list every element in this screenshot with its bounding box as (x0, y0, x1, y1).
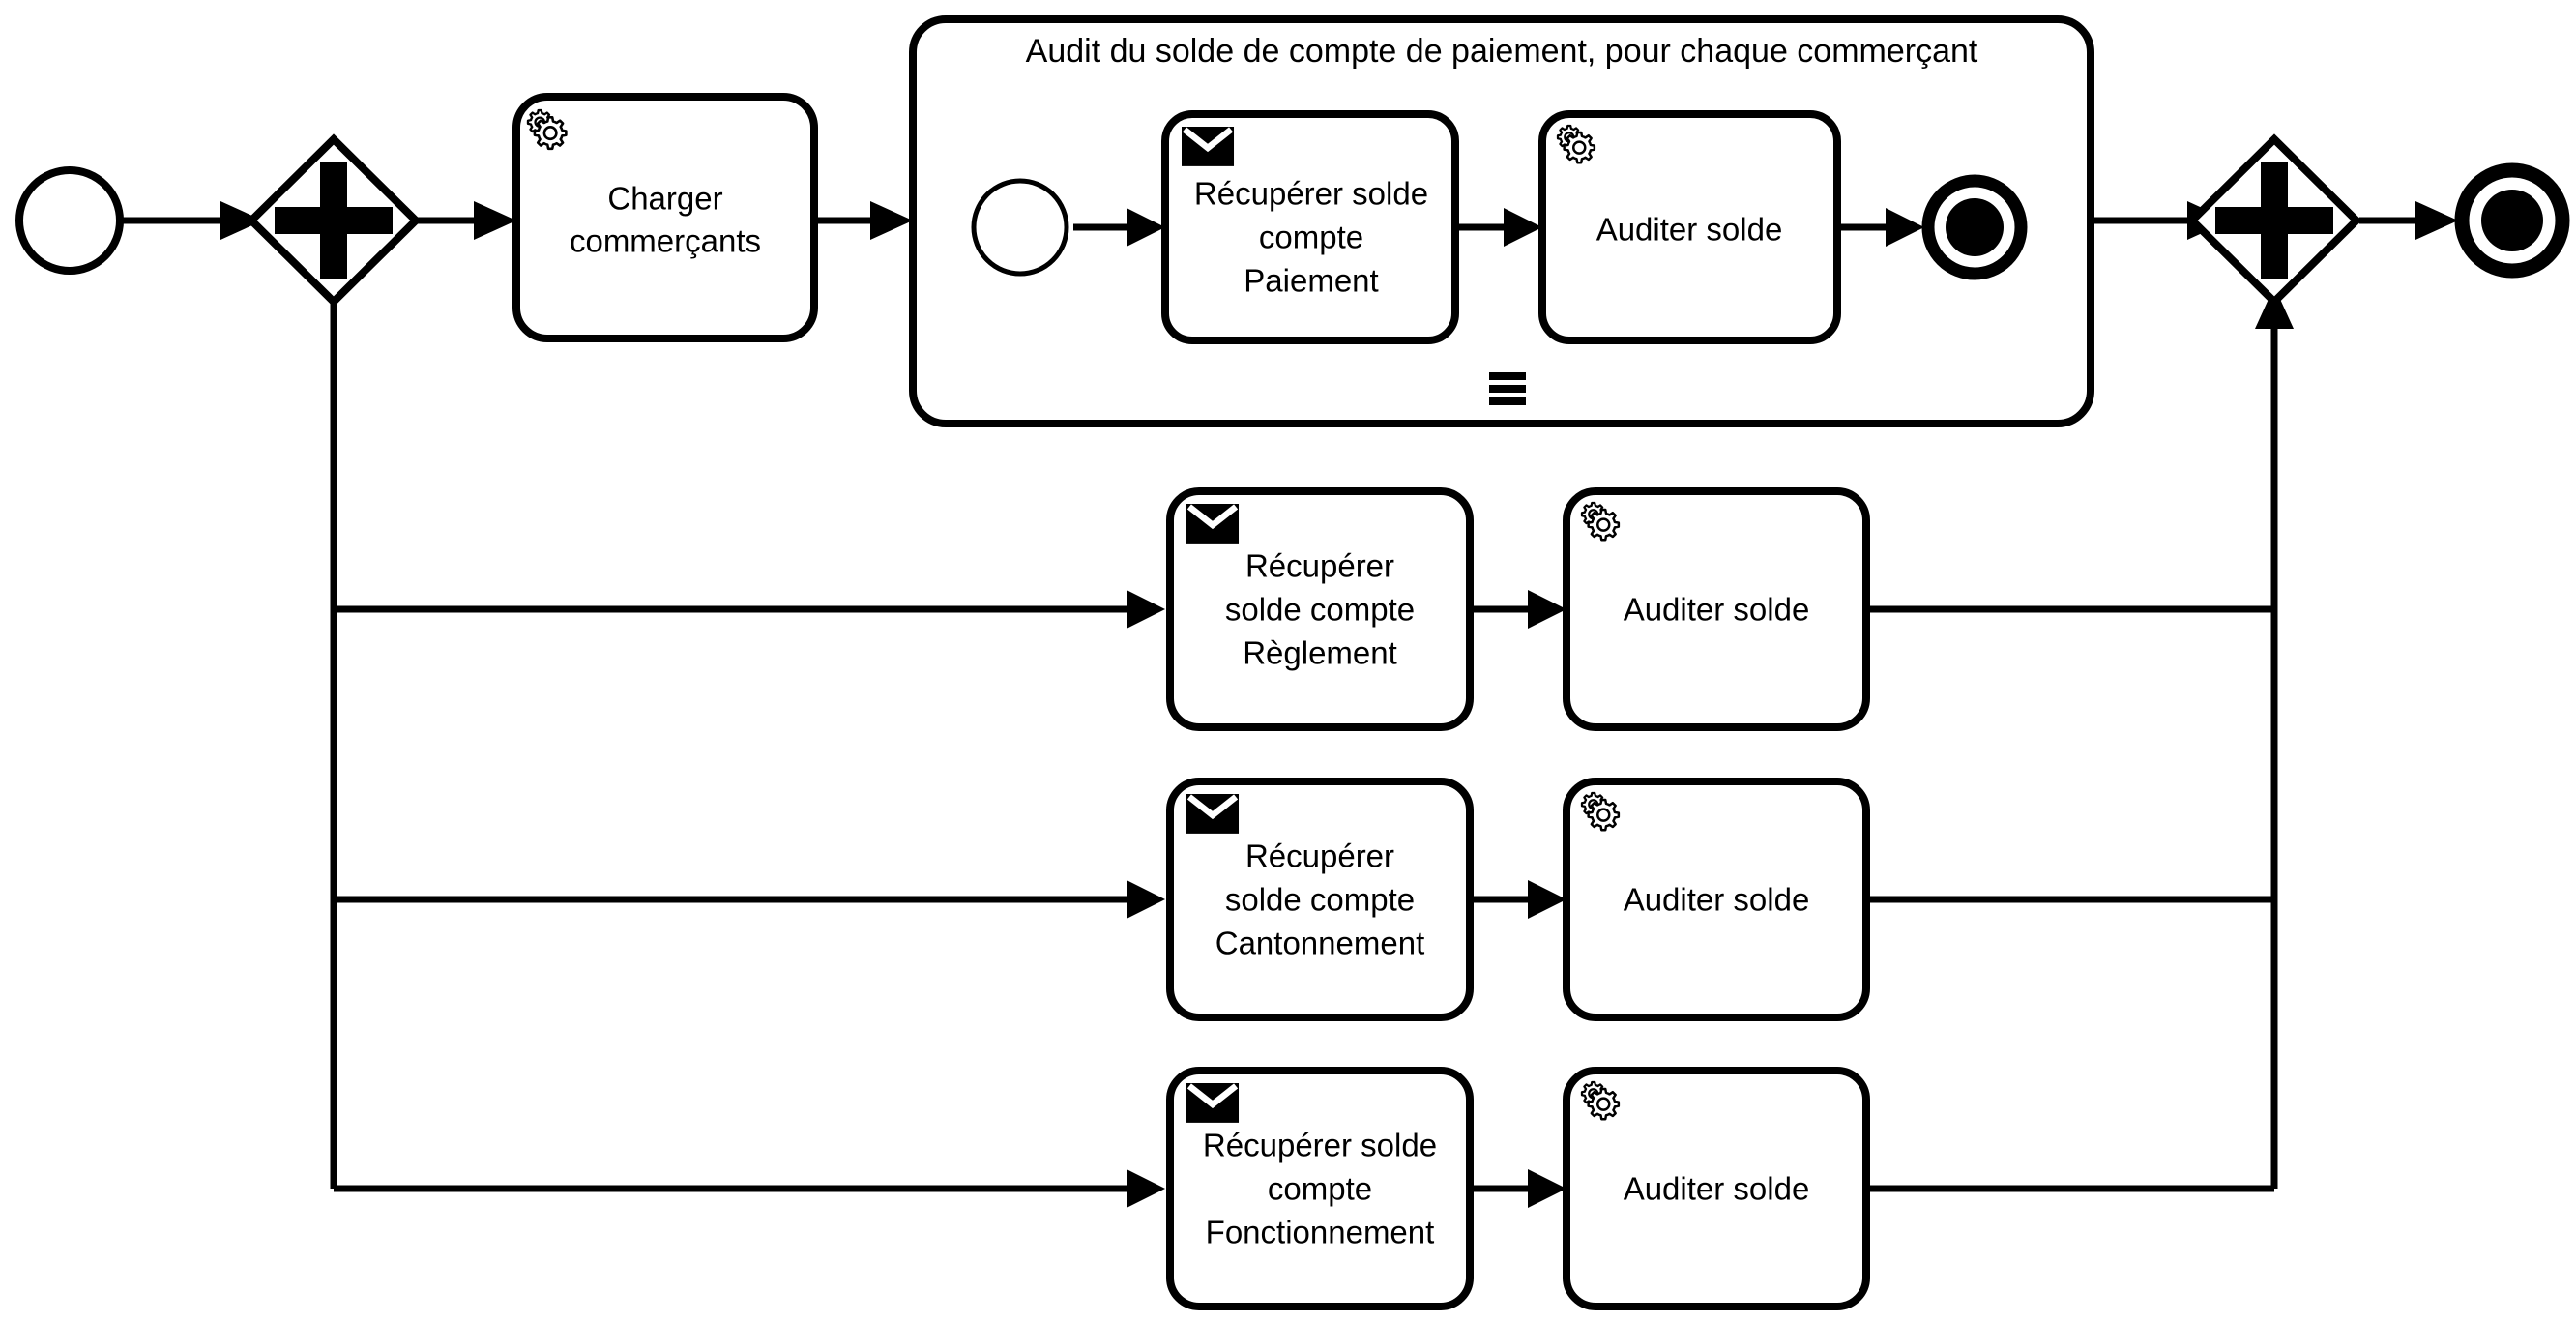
task-load-merchants-label-line2: commerçants (570, 223, 761, 259)
flow-fetch-payment-to-audit-payment (1455, 208, 1542, 247)
task-fetch-reglement[interactable]: Récupérer solde compte Règlement (1166, 487, 1474, 731)
flow-subprocess-start-to-fetch-payment (1073, 208, 1165, 247)
envelope-icon (1186, 504, 1239, 544)
subprocess-border (909, 15, 2094, 427)
task-fetch-fonctionnement-label-line2: compte (1268, 1171, 1372, 1207)
task-fetch-cantonnement-label-line1: Récupérer (1245, 838, 1394, 874)
envelope-icon (1182, 127, 1234, 166)
multi-instance-marker-icon (1489, 372, 1526, 405)
flow-split-to-fetch-fonctionnement (334, 1169, 1165, 1208)
task-fetch-fonctionnement-box (1166, 1067, 1474, 1310)
task-audit-cantonnement-box (1563, 778, 1870, 1021)
join-parallel-gateway[interactable] (2186, 133, 2362, 308)
flow-load-merchants-to-subprocess (814, 201, 913, 240)
task-fetch-payment-label-line2: compte (1259, 220, 1363, 255)
task-fetch-payment-label-line3: Paiement (1244, 263, 1378, 299)
task-audit-cantonnement[interactable]: Auditer solde (1563, 778, 1870, 1021)
flow-start-to-split (122, 201, 263, 240)
task-audit-reglement-box (1563, 487, 1870, 731)
split-parallel-gateway[interactable] (246, 133, 422, 308)
subprocess-end-event[interactable] (1921, 174, 2028, 280)
task-fetch-cantonnement-box (1166, 778, 1474, 1021)
flow-split-to-fetch-reglement (334, 590, 1165, 629)
flow-split-to-fetch-cantonnement (334, 880, 1165, 919)
envelope-icon (1186, 1083, 1239, 1123)
plus-icon (2215, 162, 2333, 279)
flow-fetch-fonctionnement-to-audit (1470, 1169, 1566, 1208)
flow-fetch-cantonnement-to-audit (1470, 880, 1566, 919)
task-fetch-fonctionnement-label-line3: Fonctionnement (1206, 1215, 1435, 1250)
end-event[interactable] (2454, 162, 2570, 279)
task-load-merchants-label-line1: Charger (607, 181, 722, 217)
task-audit-reglement[interactable]: Auditer solde (1563, 487, 1870, 731)
start-event[interactable] (15, 166, 124, 275)
task-audit-payment-label: Auditer solde (1596, 212, 1783, 248)
flow-join-arrowhead (2255, 286, 2294, 329)
flow-audit-payment-to-subprocess-end (1837, 208, 1924, 247)
task-fetch-payment-label-line1: Récupérer solde (1194, 176, 1428, 212)
task-fetch-cantonnement-label-line3: Cantonnement (1215, 926, 1424, 961)
task-fetch-reglement-label-line2: solde compte (1225, 592, 1415, 628)
plus-icon (275, 162, 393, 279)
subprocess-start-event[interactable] (971, 178, 1069, 277)
subprocess-label: Audit du solde de compte de paiement, po… (1026, 33, 1978, 70)
task-audit-payment-box (1538, 110, 1841, 344)
task-fetch-reglement-box (1166, 487, 1474, 731)
task-fetch-fonctionnement[interactable]: Récupérer solde compte Fonctionnement (1166, 1067, 1474, 1310)
task-fetch-reglement-label-line3: Règlement (1243, 635, 1397, 671)
task-fetch-fonctionnement-label-line1: Récupérer solde (1203, 1128, 1437, 1163)
task-fetch-cantonnement[interactable]: Récupérer solde compte Cantonnement (1166, 778, 1474, 1021)
task-fetch-payment[interactable]: Récupérer solde compte Paiement (1161, 110, 1459, 344)
task-audit-reglement-label: Auditer solde (1624, 592, 1810, 628)
task-audit-fonctionnement[interactable]: Auditer solde (1563, 1067, 1870, 1310)
flow-fetch-reglement-to-audit (1470, 590, 1566, 629)
task-fetch-payment-box (1161, 110, 1459, 344)
task-audit-cantonnement-label: Auditer solde (1624, 882, 1810, 918)
task-fetch-cantonnement-label-line2: solde compte (1225, 882, 1415, 918)
subprocess-container[interactable]: Audit du solde de compte de paiement, po… (909, 15, 2094, 427)
task-load-merchants[interactable]: Charger commerçants (512, 93, 818, 342)
task-audit-payment[interactable]: Auditer solde (1538, 110, 1841, 344)
task-audit-fonctionnement-box (1563, 1067, 1870, 1310)
task-audit-fonctionnement-label: Auditer solde (1624, 1171, 1810, 1207)
task-fetch-reglement-label-line1: Récupérer (1245, 548, 1394, 584)
task-load-merchants-box (512, 93, 818, 342)
envelope-icon (1186, 794, 1239, 834)
flow-join-to-end (2359, 201, 2458, 240)
